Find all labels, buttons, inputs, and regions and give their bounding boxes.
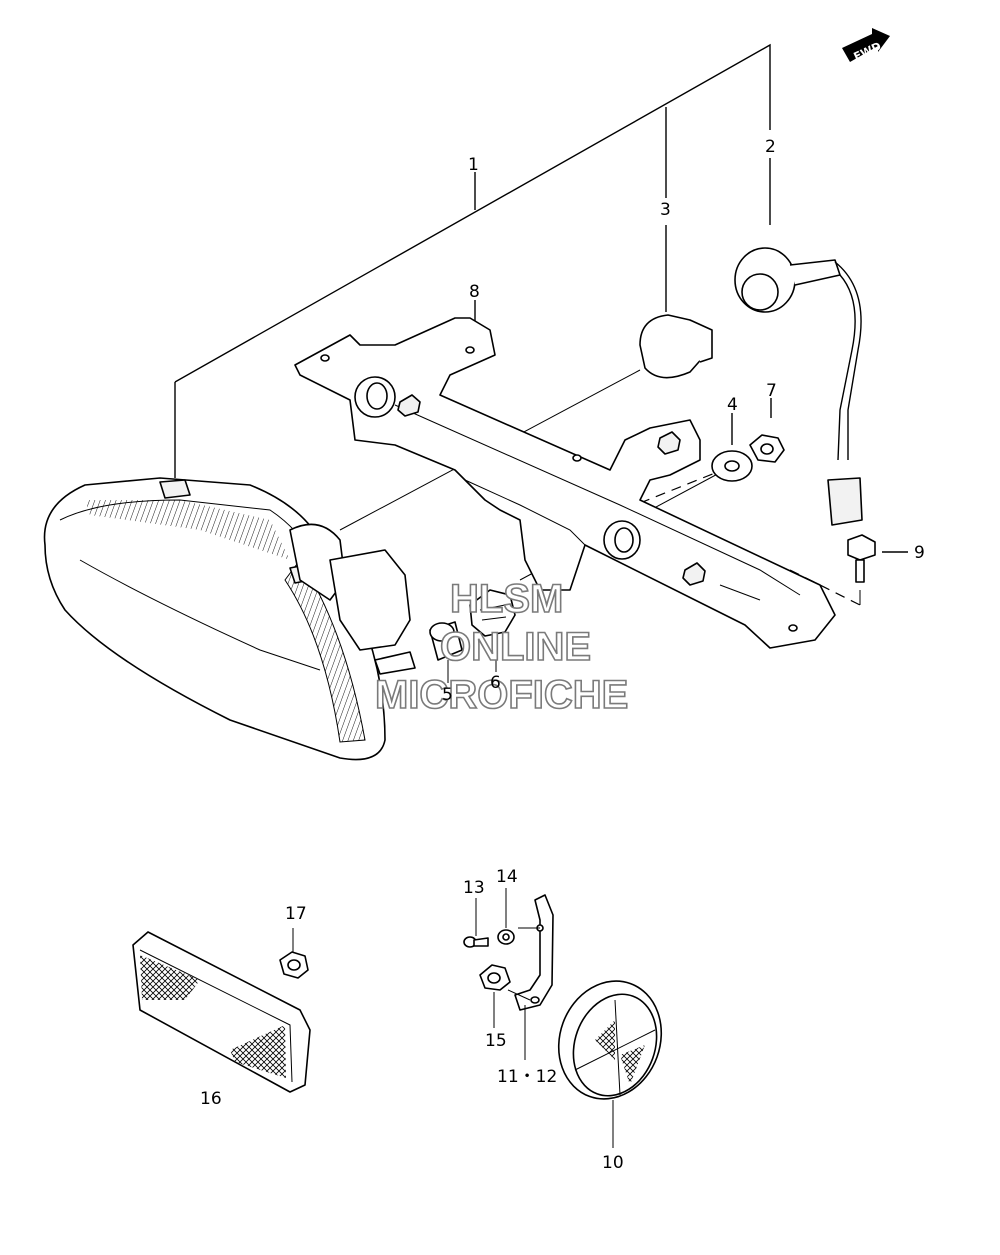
- callout-1: 1: [468, 155, 479, 175]
- bolt-part-9: [847, 534, 876, 583]
- callout-9: 9: [914, 543, 925, 563]
- watermark-line3: MICROFICHE: [375, 673, 628, 717]
- callout-10: 10: [602, 1153, 624, 1173]
- bracket-part-8: [294, 317, 836, 649]
- washer-part-4: [711, 450, 753, 482]
- nut-part-7: [749, 434, 785, 463]
- callout-14: 14: [496, 867, 518, 887]
- callout-15: 15: [485, 1031, 507, 1051]
- callout-6: 6: [490, 673, 501, 693]
- callout-labels: 1 2 3 4 5 6 7 8 9 10 11・12 13 14 15 16 1…: [200, 137, 925, 1173]
- fwd-arrow-icon: FWD: [842, 28, 890, 64]
- collar-part-5: [429, 621, 463, 661]
- screw-part-13: [463, 898, 489, 948]
- lamp-housing-part-1: [43, 477, 416, 761]
- nut-part-17: [279, 928, 309, 979]
- watermark: HLSM ONLINE MICROFICHE: [374, 576, 629, 718]
- washer-part-14: [497, 888, 515, 945]
- watermark-line2: ONLINE: [440, 625, 591, 669]
- socket-part-6: [469, 589, 516, 637]
- bulb-part-3: [639, 314, 713, 379]
- callout-17: 17: [285, 904, 307, 924]
- callout-2: 2: [765, 137, 776, 157]
- callout-4: 4: [727, 395, 738, 415]
- callout-8: 8: [469, 282, 480, 302]
- callout-16: 16: [200, 1089, 222, 1109]
- callout-13: 13: [463, 878, 485, 898]
- small-bracket-part-11-12: [507, 894, 554, 1060]
- watermark-line1: HLSM: [450, 577, 563, 621]
- callout-11-12: 11・12: [497, 1067, 557, 1087]
- callout-7: 7: [766, 381, 777, 401]
- nut-part-15: [479, 964, 511, 1028]
- callout-3: 3: [660, 200, 671, 220]
- callout-5: 5: [442, 685, 453, 705]
- round-reflector-part-10: [557, 980, 663, 1148]
- reflector-part-16: [132, 931, 311, 1093]
- socket-part-2: [734, 247, 863, 526]
